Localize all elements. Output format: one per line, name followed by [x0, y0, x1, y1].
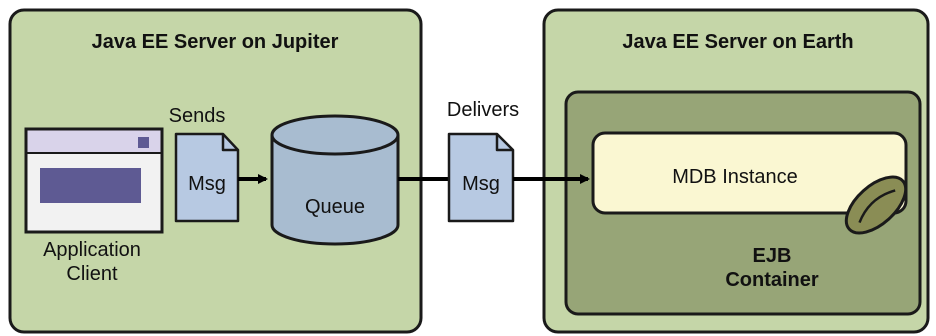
client-label-line1: Application [43, 239, 141, 261]
delivered-message-label: Msg [462, 173, 500, 195]
ejb-container-label-line2: Container [725, 269, 819, 291]
message-document-icon [447, 132, 515, 223]
mdb-instance-label: MDB Instance [672, 166, 798, 188]
earth-server-title: Java EE Server on Earth [622, 31, 853, 53]
client-label-line2: Client [66, 263, 118, 285]
bean-icon [844, 175, 908, 235]
message-document-icon [174, 132, 240, 223]
application-window-icon [24, 127, 164, 234]
mdb-instance-box: MDB Instance [591, 131, 908, 215]
delivers-label: Delivers [447, 99, 519, 121]
sends-label: Sends [169, 105, 226, 127]
ejb-container-label-line1: EJB [753, 245, 792, 267]
jupiter-server-title: Java EE Server on Jupiter [92, 31, 339, 53]
sent-message-label: Msg [188, 173, 226, 195]
queue-cylinder-icon [270, 114, 400, 246]
queue-label: Queue [305, 196, 365, 218]
